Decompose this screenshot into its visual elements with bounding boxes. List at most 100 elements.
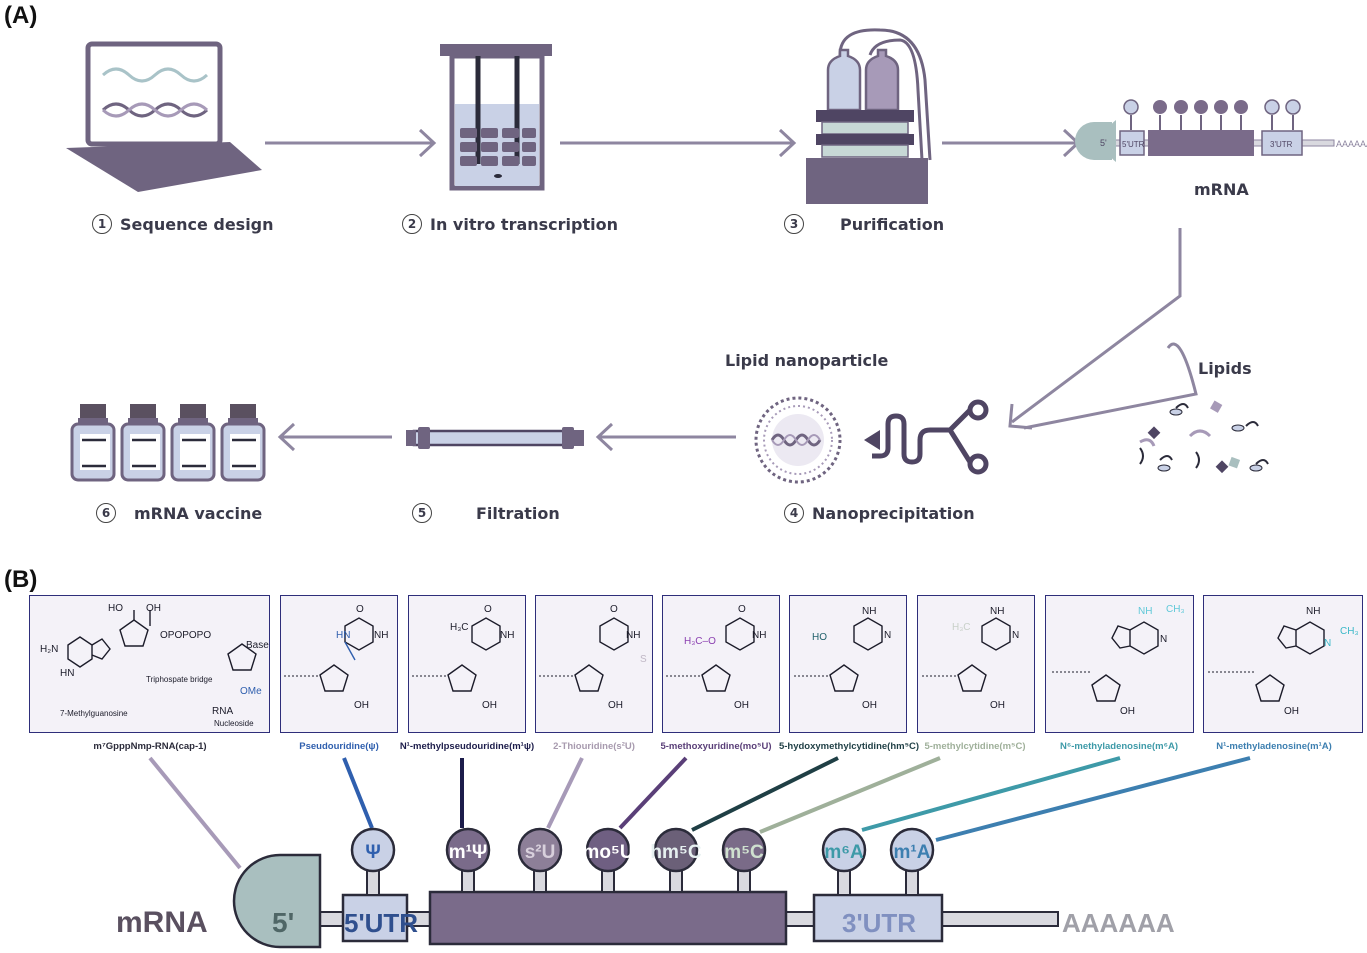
- lipids-label: Lipids: [1198, 359, 1252, 378]
- svg-text:NH: NH: [990, 606, 1004, 617]
- step-2-number: 2: [402, 214, 422, 234]
- svg-text:H₃C–O: H₃C–O: [684, 636, 716, 647]
- svg-text:OH: OH: [1284, 706, 1299, 717]
- step-2-text: In vitro transcription: [430, 214, 619, 234]
- lipid-nanoparticle-icon: [754, 396, 842, 484]
- modification-bulb-label: hm⁵C: [650, 842, 701, 863]
- m6a-structure: NH CH₃ N OH: [1052, 604, 1185, 717]
- mod-box-s2u: [535, 595, 653, 733]
- step-3-text: Purification: [840, 214, 945, 234]
- mini-tail-text: AAAAAA: [1336, 139, 1367, 149]
- cap-base-text: Base: [246, 640, 269, 651]
- mod-name-s2u: 2-Thiouridine(s²U): [553, 741, 635, 752]
- svg-text:N: N: [1324, 638, 1331, 649]
- step-4-number: 4: [784, 503, 804, 523]
- svg-text:NH: NH: [1306, 606, 1320, 617]
- step-5-label: 5 Filtration: [412, 503, 560, 523]
- microfluidic-mixer-icon: [864, 399, 989, 475]
- mrna-small-label: mRNA: [1194, 180, 1249, 199]
- svg-text:O: O: [484, 604, 492, 615]
- step-5-text: Filtration: [476, 503, 560, 523]
- svg-text:OH: OH: [990, 700, 1005, 711]
- step-6-number: 6: [96, 503, 116, 523]
- modification-bulb-label: m¹A: [894, 842, 931, 863]
- svg-text:NH: NH: [862, 606, 876, 617]
- cap-base-name-text: 7-Methylguanosine: [60, 709, 128, 718]
- s2u-structure: NH O S OH: [539, 604, 647, 711]
- modification-bulb-label: m⁶A: [824, 842, 864, 863]
- svg-text:OH: OH: [734, 700, 749, 711]
- step-4-label: 4 Nanoprecipitation: [784, 503, 975, 523]
- svg-text:HO: HO: [812, 632, 827, 643]
- panel-a-label: (A): [4, 2, 38, 29]
- svg-text:H₃C: H₃C: [952, 622, 971, 633]
- lipids-icon: [1139, 400, 1269, 474]
- mini-cap-text: 5': [1100, 138, 1107, 148]
- svg-text:S: S: [640, 654, 647, 665]
- svg-text:NH: NH: [374, 630, 388, 641]
- filtration-cartridge-icon: [406, 427, 584, 449]
- mrna-cap-shape: [232, 853, 322, 949]
- utr5-block: [341, 893, 409, 943]
- svg-text:O: O: [356, 604, 364, 615]
- arrow-to-lnp: [1008, 228, 1198, 430]
- ivt-vessel-icon: [440, 44, 552, 191]
- mini-mrna-icon: 5' 5'UTR 3'UTR AAAAAA: [1075, 99, 1367, 162]
- svg-text:H₃C: H₃C: [450, 622, 469, 633]
- svg-text:NH: NH: [1138, 606, 1152, 617]
- mod-box-m6a: [1045, 595, 1194, 733]
- modification-bulb-label: mo⁵U: [582, 842, 633, 863]
- workflow-diagram: 5' 5'UTR 3'UTR AAAAAA: [66, 28, 1367, 484]
- cap-ome-text: OMe: [240, 686, 262, 697]
- svg-text:NH: NH: [626, 630, 640, 641]
- mod-name-hm5c: 5-hydoxymethylcytidine(hm⁵C): [778, 741, 920, 752]
- mini-utr5-text: 5'UTR: [1122, 140, 1145, 149]
- m5c-structure: H₃C NH N OH: [922, 606, 1019, 711]
- step-6-label: 6 mRNA vaccine: [96, 503, 262, 523]
- big-utr3-text: 3'UTR: [842, 908, 916, 938]
- step-3-number: 3: [784, 214, 804, 234]
- modification-bulb-label: m¹Ψ: [449, 842, 488, 863]
- cap1-structure: [67, 610, 257, 671]
- cap-rna-text: RNA: [212, 706, 233, 717]
- modification-bulb: [721, 827, 767, 873]
- modification-bulb-label: m⁵C: [724, 842, 764, 863]
- modification-bulb-label: s²U: [525, 842, 556, 863]
- step-1-number: 1: [92, 214, 112, 234]
- panel-b-label: (B): [4, 566, 38, 593]
- svg-text:CH₃: CH₃: [1340, 626, 1359, 637]
- arrow-3: [942, 128, 1081, 158]
- m1psi-structure: H₃C NH O OH: [412, 604, 514, 711]
- arrow-1: [265, 128, 437, 158]
- step-1-label: 1 Sequence design: [92, 214, 274, 234]
- modification-bulb-label: Ψ: [365, 842, 380, 863]
- chemical-structures: HO OH H₂N HN OPOPOPO Base OMe RNA Tripho…: [40, 603, 1359, 728]
- modification-bulb: [350, 827, 396, 873]
- big-utr5-text: 5'UTR: [344, 908, 418, 938]
- laptop-icon: [66, 41, 262, 192]
- mod-name-m6a: N⁶-methyladenosine(m⁶A): [1059, 741, 1179, 752]
- mod-name-mo5u: 5-methoxyuridine(mo⁵U): [660, 741, 772, 752]
- svg-text:N: N: [1160, 634, 1167, 645]
- svg-text:OH: OH: [608, 700, 623, 711]
- cap-ho-text: HO: [108, 603, 123, 614]
- lipid-nanoparticle-label: Lipid nanoparticle: [725, 351, 889, 370]
- svg-text:HN: HN: [336, 630, 350, 641]
- purification-column-icon: [806, 28, 932, 204]
- cap-oh-text: OH: [146, 603, 161, 614]
- modification-bulb: [445, 827, 491, 873]
- step-3-label: 3 Purification: [784, 214, 944, 234]
- svg-text:NH: NH: [500, 630, 514, 641]
- modification-bulb: [585, 827, 631, 873]
- step-4-text: Nanoprecipitation: [812, 503, 975, 523]
- cap-h2n-text: H₂N: [40, 644, 58, 655]
- arrow-4: [595, 422, 736, 452]
- mo5u-structure: H₃C–O NH O OH: [666, 604, 766, 711]
- step-6-text: mRNA vaccine: [134, 503, 263, 523]
- svg-text:OH: OH: [862, 700, 877, 711]
- step-5-number: 5: [412, 503, 432, 523]
- connector-lines: [148, 756, 1251, 870]
- vaccine-vials-icon: [70, 404, 266, 482]
